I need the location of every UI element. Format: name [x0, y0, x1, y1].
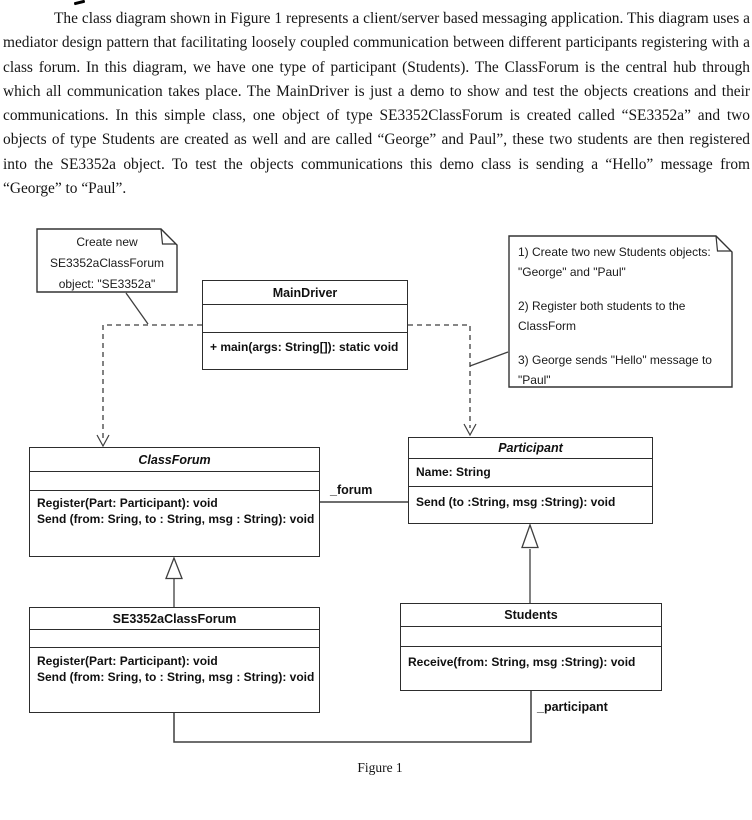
generalization-triangle-icon [165, 556, 183, 580]
method-label: Register(Part: Participant): void [37, 654, 218, 668]
intro-paragraph: The class diagram shown in Figure 1 repr… [3, 10, 750, 198]
dependency-line-participant [408, 324, 471, 428]
attributes-compartment: Name: String [409, 459, 652, 487]
method-label: Receive(from: String, msg :String): void [408, 655, 636, 669]
uml-class-se3352aclassforum: SE3352aClassForum Register(Part: Partici… [29, 607, 320, 713]
class-name: SE3352aClassForum [30, 608, 319, 630]
class-name: Students [401, 604, 661, 627]
clipped-heading-fragment [73, 0, 86, 6]
note-outline-icon [508, 235, 733, 388]
class-name: ClassForum [30, 448, 319, 472]
figure-caption: Figure 1 [357, 760, 403, 775]
note-line: SE3352aClassForum [49, 256, 165, 270]
note-create-forum: Create new SE3352aClassForum object: "SE… [36, 228, 178, 293]
attribute-label: Name: String [416, 465, 491, 479]
note-demo-steps: 1) Create two new Students objects: "Geo… [508, 235, 733, 388]
note-step: 1) Create two new Students objects: "Geo… [518, 245, 711, 279]
note-anchor-line-right [469, 351, 509, 367]
note-outline-icon [36, 228, 178, 293]
class-name: MainDriver [203, 281, 407, 305]
generalization-triangle-icon [521, 523, 539, 549]
class-name: Participant [409, 438, 652, 459]
association-role-participant: _participant [537, 700, 608, 714]
attributes-compartment [401, 627, 661, 647]
uml-class-classforum: ClassForum Register(Part: Participant): … [29, 447, 320, 557]
uml-class-students: Students Receive(from: String, msg :Stri… [400, 603, 662, 691]
note-line: Create new [76, 235, 138, 249]
uml-class-maindriver: MainDriver + main(args: String[]): stati… [202, 280, 408, 370]
note-step: 2) Register both students to the ClassFo… [518, 299, 686, 333]
attributes-compartment [30, 630, 319, 648]
note-line: object: "SE3352a" [58, 277, 156, 291]
uml-class-participant: Participant Name: String Send (to :Strin… [408, 437, 653, 524]
method-label: + main(args: String[]): static void [210, 340, 399, 354]
attributes-compartment [203, 305, 407, 333]
dependency-arrowhead-icon [463, 423, 477, 437]
method-label: Send (from: Sring, to : String, msg : St… [37, 511, 315, 526]
association-role-forum: _forum [330, 483, 373, 497]
attributes-compartment [30, 472, 319, 491]
note-step: 3) George sends "Hello" message to "Paul… [518, 353, 712, 387]
method-label: Send (to :String, msg :String): void [416, 495, 616, 509]
method-label: Register(Part: Participant): void [37, 496, 218, 510]
dependency-arrowhead-icon [96, 434, 110, 448]
method-label: Send (from: Sring, to : String, msg : St… [37, 669, 315, 684]
dependency-line-classforum [102, 324, 202, 441]
note-anchor-line-left [125, 292, 149, 325]
